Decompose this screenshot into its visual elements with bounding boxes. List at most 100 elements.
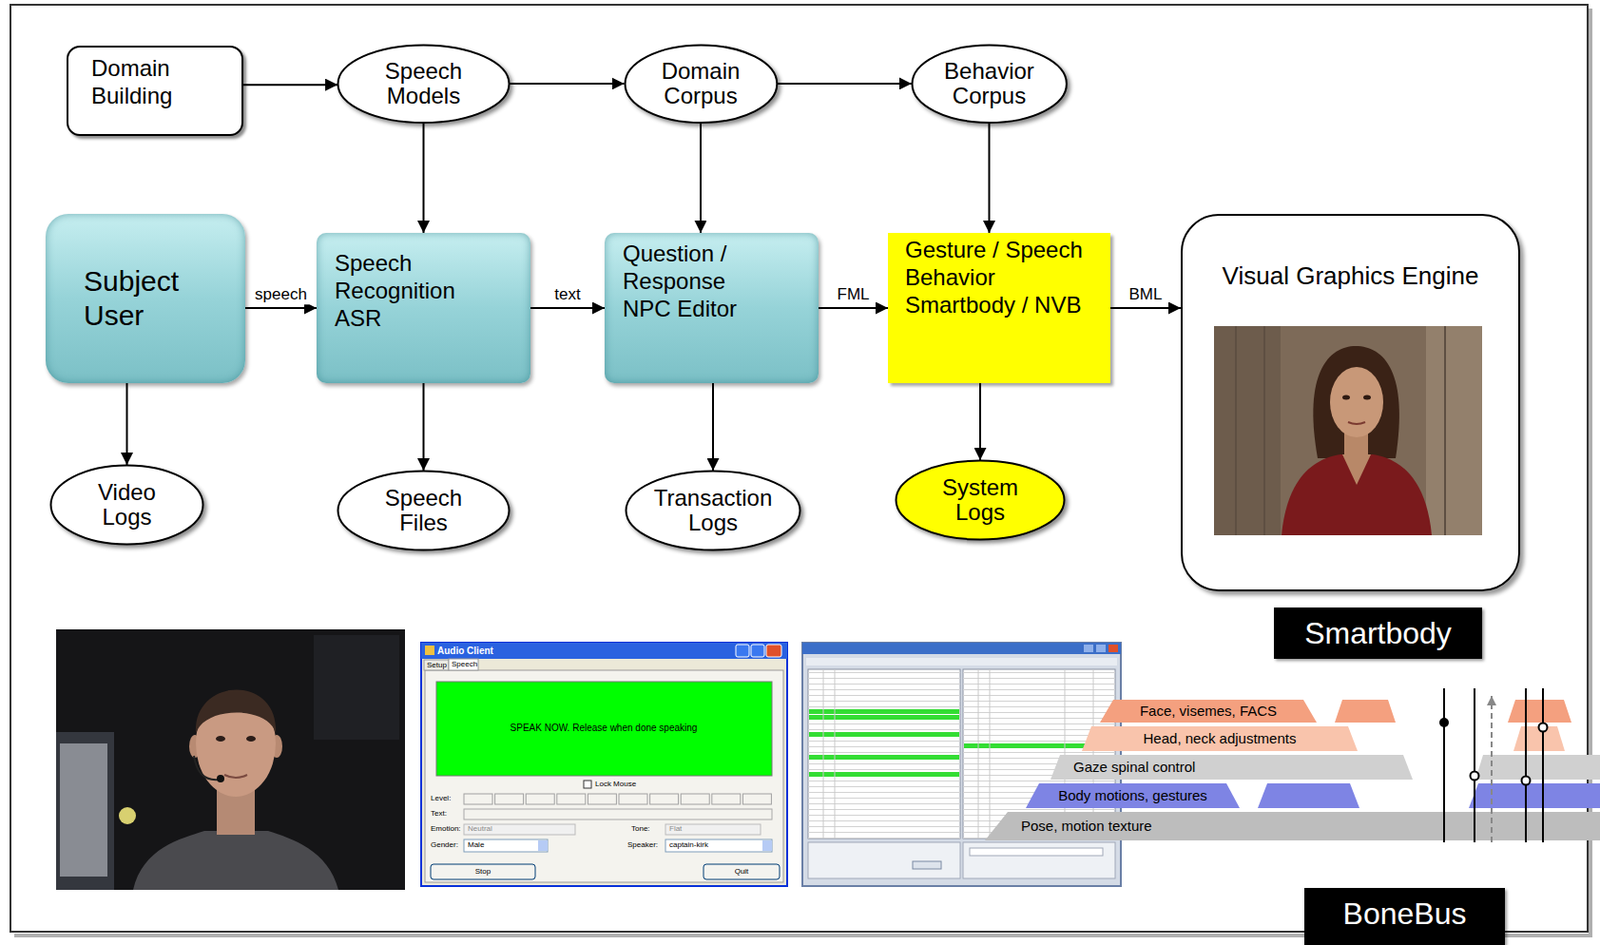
text-group: Domain Building bbox=[91, 55, 196, 111]
meter-cell bbox=[618, 793, 648, 805]
table-row bbox=[809, 732, 960, 737]
meter-cell bbox=[557, 793, 586, 805]
time-cursor bbox=[1490, 695, 1493, 843]
window-frame bbox=[421, 642, 788, 887]
headset-wire bbox=[193, 755, 219, 780]
meter-cell bbox=[463, 793, 493, 805]
band-shape bbox=[1025, 783, 1240, 809]
avatar-render bbox=[1214, 326, 1483, 536]
renderer-box: Visual Graphics Engine bbox=[1180, 213, 1521, 592]
layer-band: Body motions, gestures bbox=[1025, 783, 1240, 809]
sync-point bbox=[1470, 771, 1480, 781]
layer-band: Face, visemes, FACS bbox=[1099, 699, 1317, 723]
node-text: BoneBus bbox=[1343, 895, 1467, 932]
quit-button bbox=[703, 864, 780, 880]
ui-label: Text: bbox=[430, 809, 447, 818]
ui-label: Neutral bbox=[467, 825, 493, 833]
maximize-button bbox=[751, 644, 765, 657]
log-ellipse: Transaction Logs bbox=[624, 469, 802, 552]
layer-band: Gaze spinal control bbox=[1050, 754, 1413, 780]
ui-label: Tone: bbox=[631, 825, 651, 833]
node-text: Smartbody bbox=[1304, 615, 1452, 652]
node-text: Speech Files bbox=[363, 485, 485, 537]
text-group: Smartbody bbox=[1304, 615, 1452, 652]
log-ellipse: Speech Files bbox=[336, 469, 511, 552]
text-group: Behavior Corpus bbox=[932, 58, 1045, 110]
node-text: Gaze spinal control bbox=[1073, 758, 1196, 776]
photo-ground bbox=[56, 629, 405, 890]
flow-arrow bbox=[245, 307, 317, 309]
flow-arrow bbox=[987, 122, 990, 233]
eye bbox=[215, 735, 226, 742]
speaker-box bbox=[313, 635, 400, 740]
meter-cell bbox=[650, 793, 679, 805]
gender-combo bbox=[463, 839, 548, 852]
ellipse-outline bbox=[624, 44, 777, 123]
edge-label: BML bbox=[1126, 286, 1166, 305]
data-ellipse: Behavior Corpus bbox=[910, 43, 1068, 125]
band-shape bbox=[984, 811, 1600, 841]
ui-label: Speaker: bbox=[627, 841, 658, 849]
tab bbox=[448, 658, 479, 671]
text-field bbox=[463, 809, 772, 820]
frame-border bbox=[10, 4, 1588, 932]
ui-label: Audio Client bbox=[437, 646, 494, 656]
table-panel bbox=[808, 669, 961, 839]
node-text: Subject User bbox=[83, 264, 217, 333]
wall-panel bbox=[1214, 326, 1281, 536]
ui-label: Male bbox=[467, 841, 484, 849]
meter-cell bbox=[680, 793, 710, 805]
text-group: Head, neck adjustments bbox=[1143, 730, 1297, 748]
node-text: Question / Response NPC Editor bbox=[622, 240, 766, 323]
band-shape bbox=[1099, 699, 1317, 723]
ellipse-outline bbox=[338, 471, 510, 551]
edge-label: text bbox=[551, 286, 583, 305]
meter-cell bbox=[587, 793, 617, 805]
frame-shadow bbox=[14, 8, 1591, 936]
combo-arrow bbox=[538, 840, 548, 851]
node-text: Domain Building bbox=[91, 55, 196, 111]
flow-arrow bbox=[818, 307, 888, 309]
layer-band: Pose, motion texture bbox=[984, 811, 1600, 841]
node-text: Behavior Corpus bbox=[932, 58, 1045, 110]
eye bbox=[1342, 395, 1350, 401]
process-box: Question / Response NPC Editor bbox=[604, 232, 819, 384]
band-segment bbox=[1257, 783, 1360, 809]
ui-label: Speech bbox=[451, 660, 478, 669]
flow-arrow bbox=[979, 383, 982, 461]
node-text: Gesture / Speech Behavior Smartbody / NV… bbox=[905, 236, 1099, 319]
meter-cell bbox=[525, 793, 555, 805]
table-rows bbox=[808, 669, 961, 839]
sync-point bbox=[1539, 723, 1548, 733]
stop-button bbox=[430, 864, 536, 880]
flow-arrow bbox=[776, 82, 911, 85]
face bbox=[1330, 366, 1384, 438]
band-shape bbox=[1050, 754, 1413, 780]
level-meter bbox=[463, 793, 772, 805]
ui-label: Level: bbox=[430, 794, 451, 803]
ui-label: Quit bbox=[734, 867, 750, 876]
node-text: System Logs bbox=[921, 475, 1040, 526]
sync-point bbox=[1439, 717, 1449, 728]
ui-label: Flat bbox=[669, 825, 682, 833]
outer-frame bbox=[10, 4, 1591, 936]
band-segment bbox=[1334, 699, 1396, 723]
data-ellipse: Domain Corpus bbox=[623, 43, 779, 125]
render-ground bbox=[1214, 326, 1483, 536]
flow-arrow bbox=[423, 122, 425, 233]
band-segment bbox=[1475, 754, 1600, 780]
layer-band: Head, neck adjustments bbox=[1081, 726, 1358, 752]
monitor bbox=[56, 732, 115, 890]
text-group: Pose, motion texture bbox=[1021, 817, 1153, 835]
meter-cell bbox=[742, 793, 772, 805]
flow-arrow bbox=[699, 122, 702, 233]
text-group: Domain Corpus bbox=[645, 58, 756, 110]
user-photo bbox=[56, 629, 405, 890]
ui-label: Emotion: bbox=[430, 825, 462, 833]
source-box: Domain Building bbox=[66, 45, 244, 136]
text-group: Body motions, gestures bbox=[1058, 787, 1208, 805]
top bbox=[1281, 454, 1432, 536]
lamp bbox=[118, 807, 136, 825]
mouth bbox=[224, 774, 248, 778]
text-group: BoneBus bbox=[1343, 895, 1467, 932]
